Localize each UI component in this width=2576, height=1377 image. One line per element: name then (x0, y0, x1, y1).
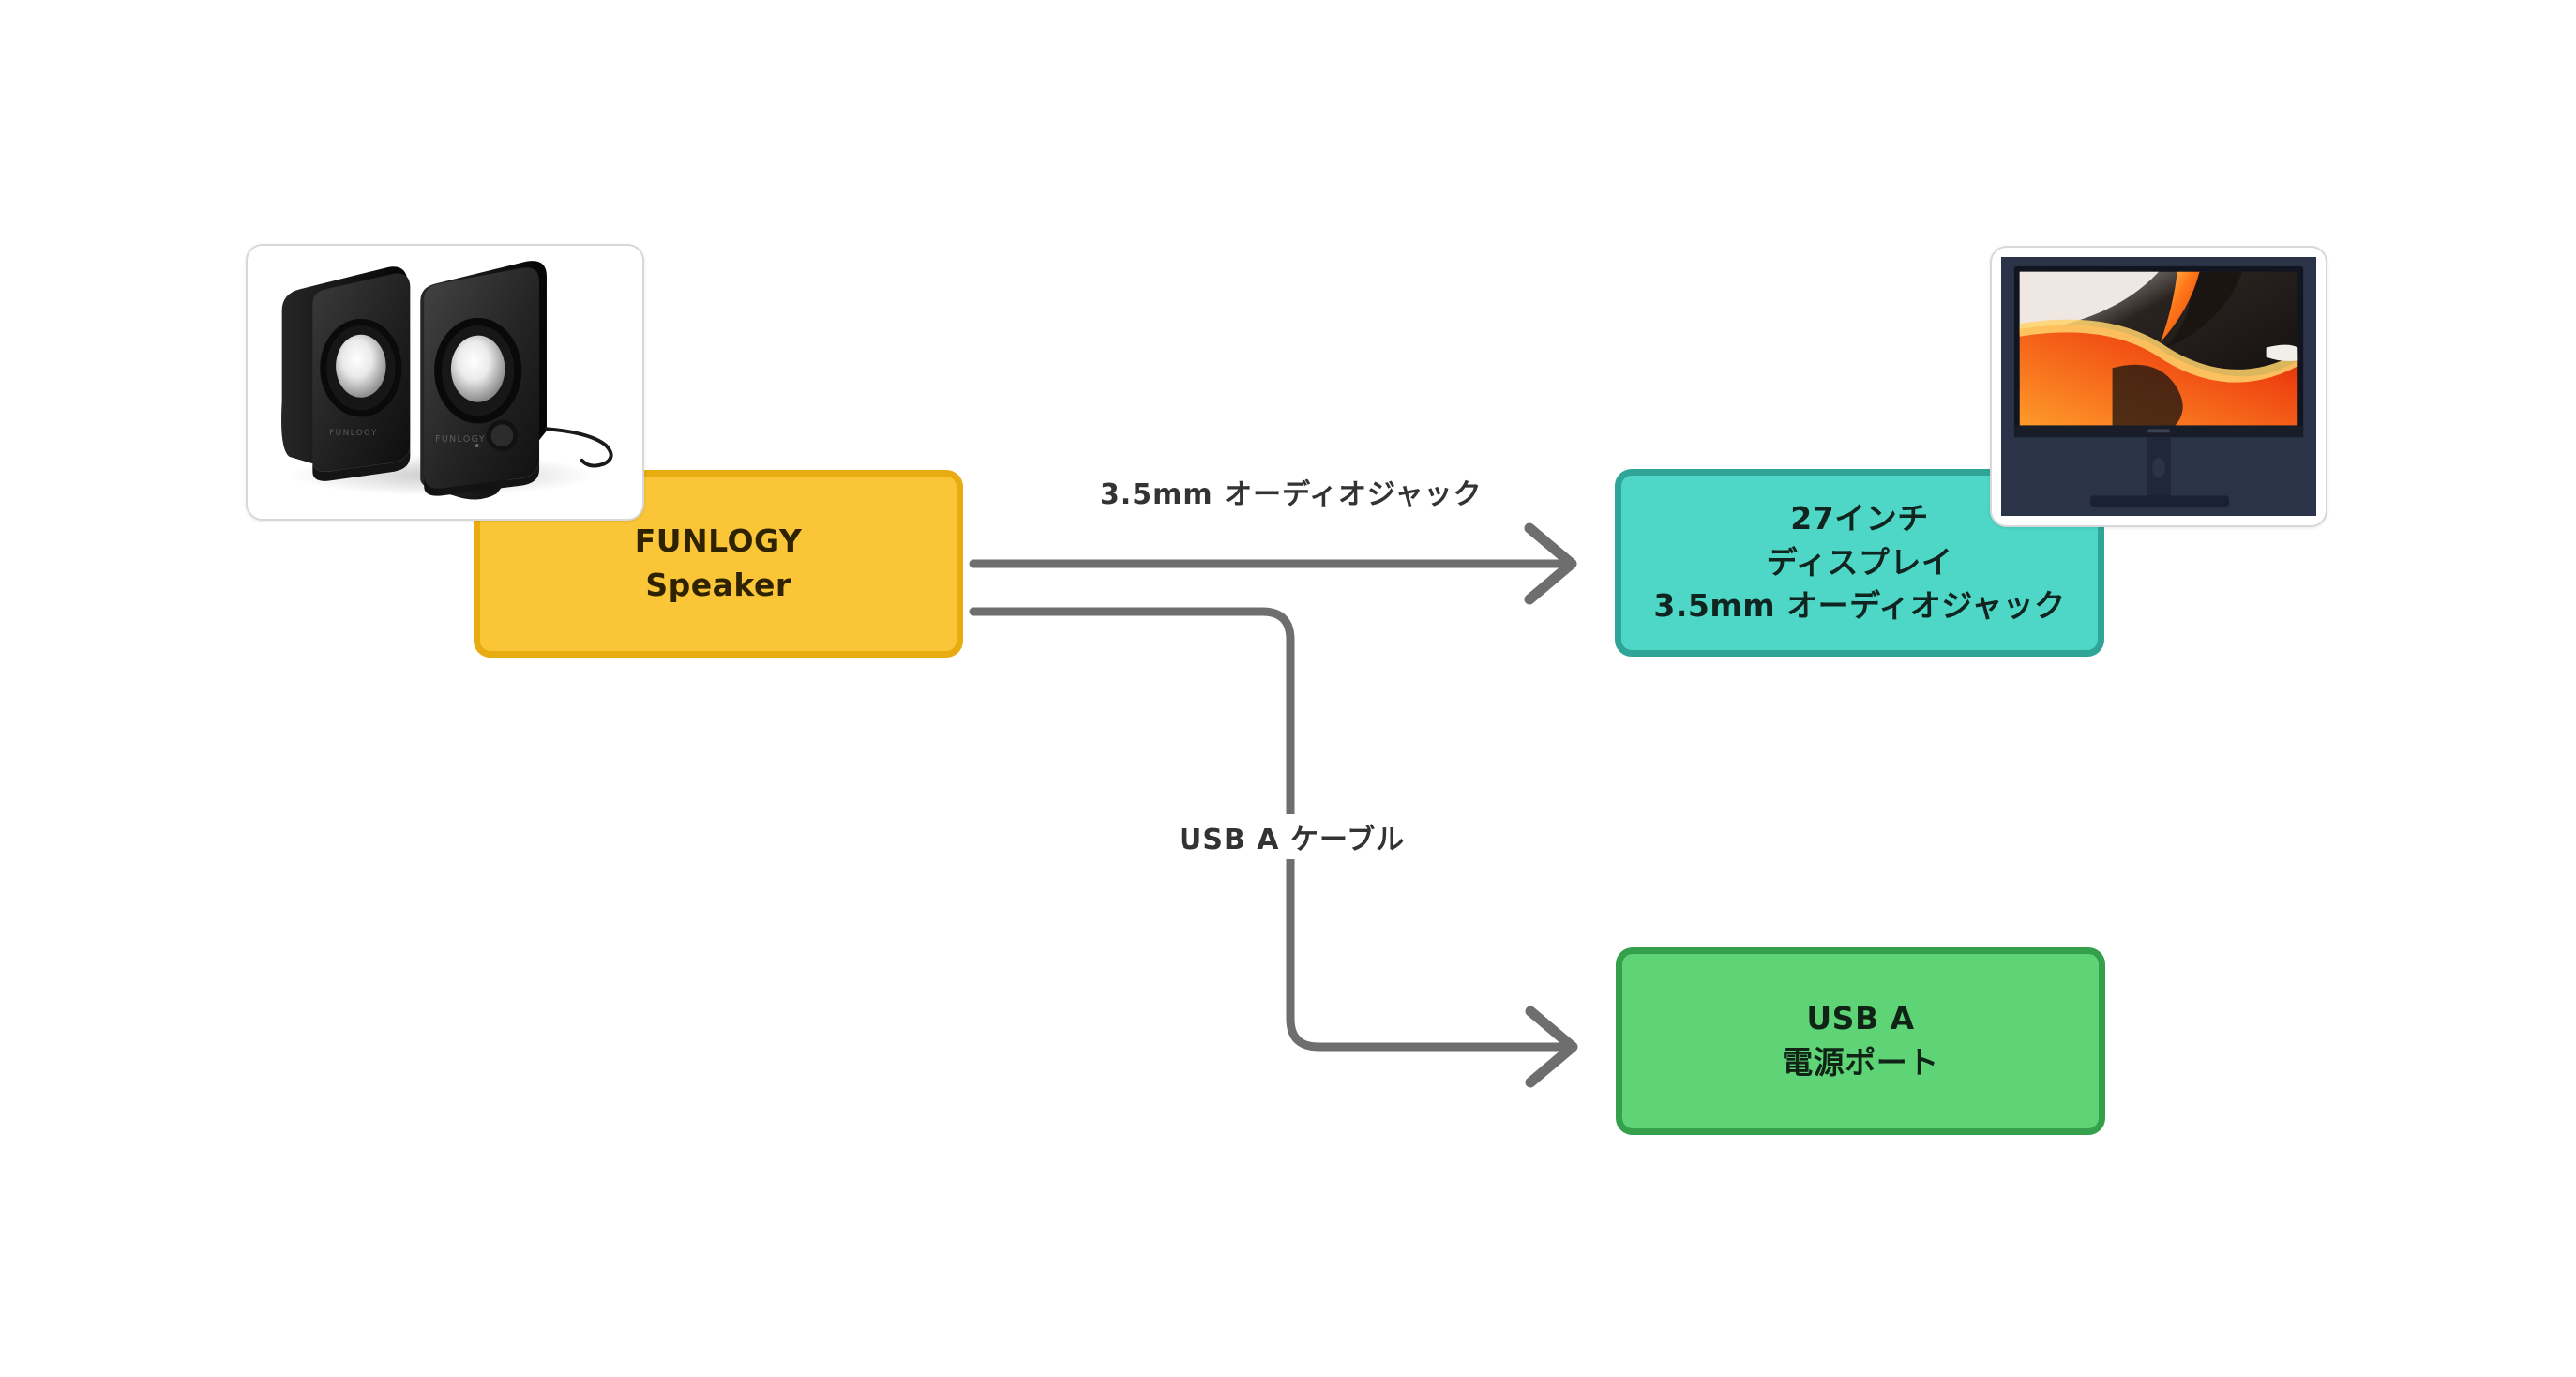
svg-text:FUNLOGY: FUNLOGY (435, 434, 486, 445)
edge-label-audio: 3.5mm オーディオジャック (1092, 469, 1490, 514)
display-product-photo (2001, 257, 2316, 516)
speaker-product-photo-card: FUNLOGY FUNLOGY (246, 244, 644, 521)
speaker-node-line-1: FUNLOGY (634, 522, 803, 560)
display-node-line-1: 27インチ (1790, 499, 1929, 537)
svg-text:FUNLOGY: FUNLOGY (329, 429, 378, 438)
edge-audio-arrowhead (1524, 522, 1577, 605)
usbport-node-line-1: USB A (1806, 1000, 1915, 1037)
edge-label-usb: USB A ケーブル (1171, 814, 1413, 859)
speaker-node-line-2: Speaker (645, 567, 791, 603)
usbport-node-line-2: 電源ポート (1782, 1044, 1939, 1081)
edge-audio (969, 522, 1577, 605)
display-node-line-3: 3.5mm オーディオジャック (1653, 587, 2066, 625)
display-node[interactable]: 27インチ ディスプレイ 3.5mm オーディオジャック (1615, 469, 2104, 657)
speaker-product-photo: FUNLOGY FUNLOGY (248, 246, 642, 519)
display-product-photo-card (1990, 246, 2327, 527)
usb-power-port-node[interactable]: USB A 電源ポート (1616, 947, 2105, 1135)
display-node-line-2: ディスプレイ (1766, 543, 1953, 581)
edge-usb-arrowhead (1525, 1006, 1578, 1088)
